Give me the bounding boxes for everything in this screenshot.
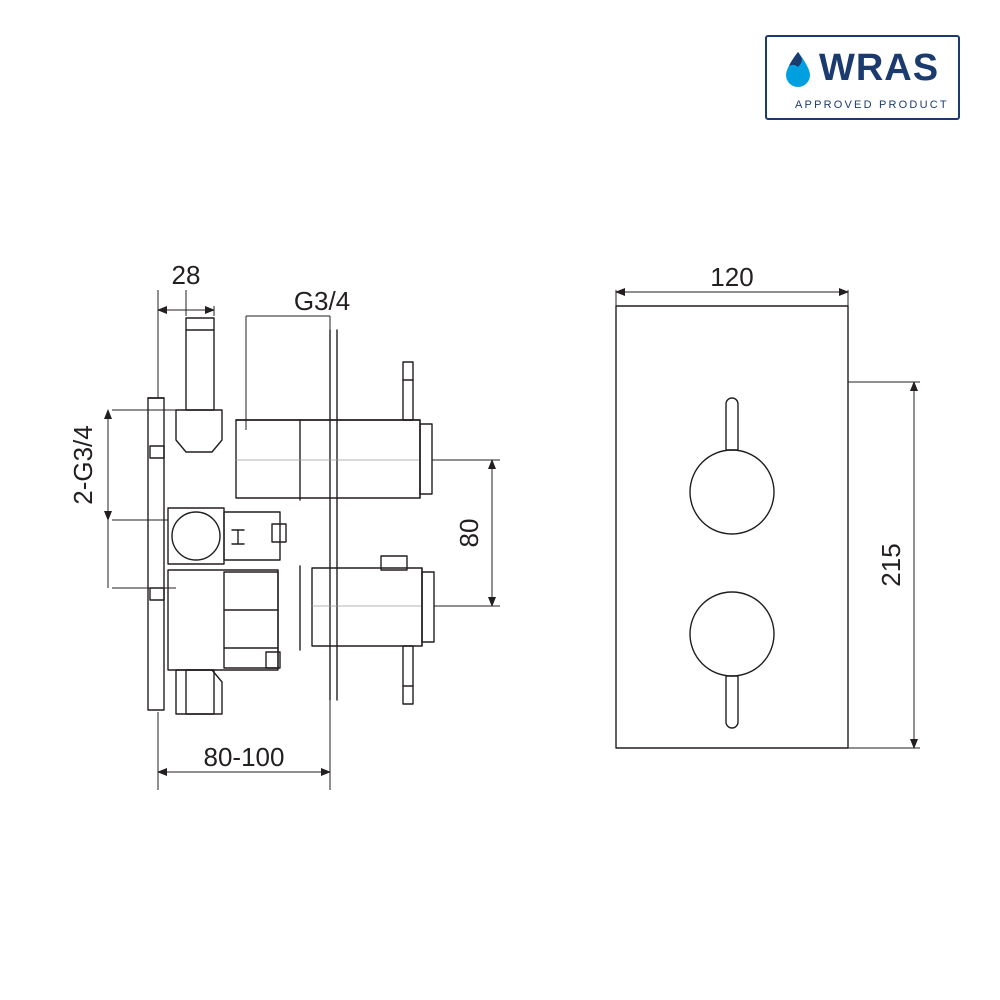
front-view-geometry [615,305,849,749]
side-view-geometry [147,317,435,715]
dim-120-label: 120 [710,262,753,292]
water-drop-icon [786,52,810,87]
dim-80-label: 80 [454,519,484,548]
dimension-labels: 28 G3/4 2-G3/4 80 80-100 120 215 [68,260,906,772]
wras-approved-badge: WRAS APPROVED PRODUCT [765,35,960,120]
dim-28-label: 28 [172,260,201,290]
dim-2g34-label: 2-G3/4 [68,425,98,505]
front-view-dimensions [615,288,920,749]
dim-g34-label: G3/4 [294,286,350,316]
side-view-dimensions [104,290,500,790]
wras-subtitle: APPROVED PRODUCT [795,99,949,111]
dim-215-label: 215 [876,543,906,586]
wras-title: WRAS [819,47,940,89]
dim-80-100-label: 80-100 [204,742,285,772]
